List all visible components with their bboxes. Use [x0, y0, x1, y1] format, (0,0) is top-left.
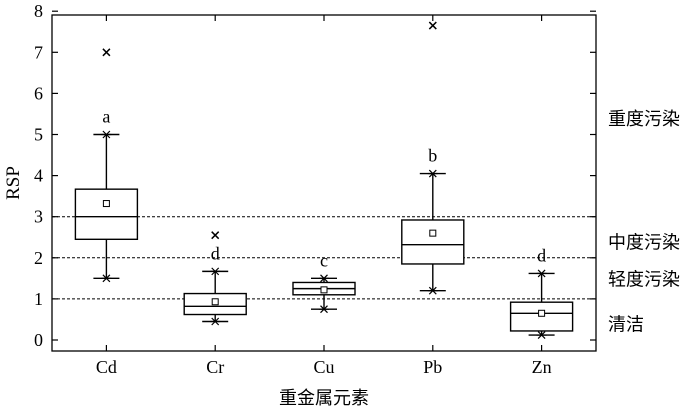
y-tick-label: 4 [34, 166, 43, 186]
marker-stroke [102, 274, 111, 283]
box-Cu: c [292, 250, 356, 314]
marker-stroke [102, 130, 111, 139]
outlier-marker [428, 21, 437, 30]
y-tick-label: 5 [34, 125, 43, 145]
extreme-marker [319, 274, 329, 283]
extreme-marker [427, 169, 438, 178]
outlier-stroke [102, 48, 111, 57]
x-tick-label: Cu [313, 357, 334, 377]
extreme-marker [427, 286, 438, 295]
y-tick-label: 8 [34, 1, 43, 21]
y-tick-label: 6 [34, 83, 43, 103]
marker-stroke [320, 305, 328, 314]
box-Cd: a [74, 48, 139, 283]
x-axis: Cd Cr Cu Pb Zn [96, 15, 552, 377]
mean-marker [320, 286, 328, 294]
extreme-marker [210, 267, 221, 276]
marker-stroke [428, 286, 437, 295]
y-tick-label: 2 [34, 248, 43, 268]
outlier-stroke [428, 21, 437, 30]
zone-label: 中度污染 [608, 232, 680, 253]
iqr-box [74, 188, 139, 241]
mean-marker [429, 229, 437, 237]
x-tick-label: Cr [206, 357, 224, 377]
extreme-marker [101, 274, 112, 283]
mean-marker [102, 200, 110, 208]
y-tick-label: 0 [34, 330, 43, 350]
x-tick-label: Cd [96, 357, 117, 377]
box-Zn: d [509, 245, 574, 339]
extreme-marker [536, 331, 547, 339]
significance-letter: c [320, 250, 328, 270]
marker-stroke [537, 269, 546, 278]
y-axis-title: RSP [3, 166, 24, 200]
outlier-stroke [211, 231, 220, 240]
marker-stroke [428, 169, 437, 178]
marker-stroke [211, 267, 220, 276]
y-axis: 0 1 2 3 4 5 6 7 8 [34, 1, 596, 350]
marker-stroke [320, 274, 328, 283]
zone-label: 重度污染 [608, 109, 680, 130]
extreme-marker [536, 269, 547, 278]
y-tick-label: 7 [34, 42, 43, 62]
outlier-marker [211, 231, 220, 240]
box-Cr: d [183, 231, 247, 326]
significance-letter: b [428, 146, 437, 166]
significance-letter: a [102, 107, 110, 127]
significance-letter: d [211, 243, 220, 263]
box-Pb: b [401, 21, 465, 295]
marker-stroke [537, 331, 546, 339]
extreme-marker [319, 305, 329, 314]
outlier-marker [102, 48, 111, 57]
extreme-marker [101, 130, 112, 139]
boxes: a d c b d [74, 21, 574, 339]
mean-marker [538, 309, 546, 317]
x-axis-title: 重金属元素 [279, 388, 369, 409]
zone-label: 轻度污染 [608, 269, 680, 290]
marker-stroke [211, 317, 220, 326]
x-tick-label: Pb [423, 357, 442, 377]
iqr-box [401, 219, 465, 265]
y-tick-label: 1 [34, 289, 43, 309]
extreme-marker [210, 317, 221, 326]
significance-letter: d [537, 245, 546, 265]
x-tick-label: Zn [532, 357, 552, 377]
zone-label: 清洁 [608, 315, 644, 336]
mean-marker [211, 298, 219, 306]
y-tick-label: 3 [34, 207, 43, 227]
